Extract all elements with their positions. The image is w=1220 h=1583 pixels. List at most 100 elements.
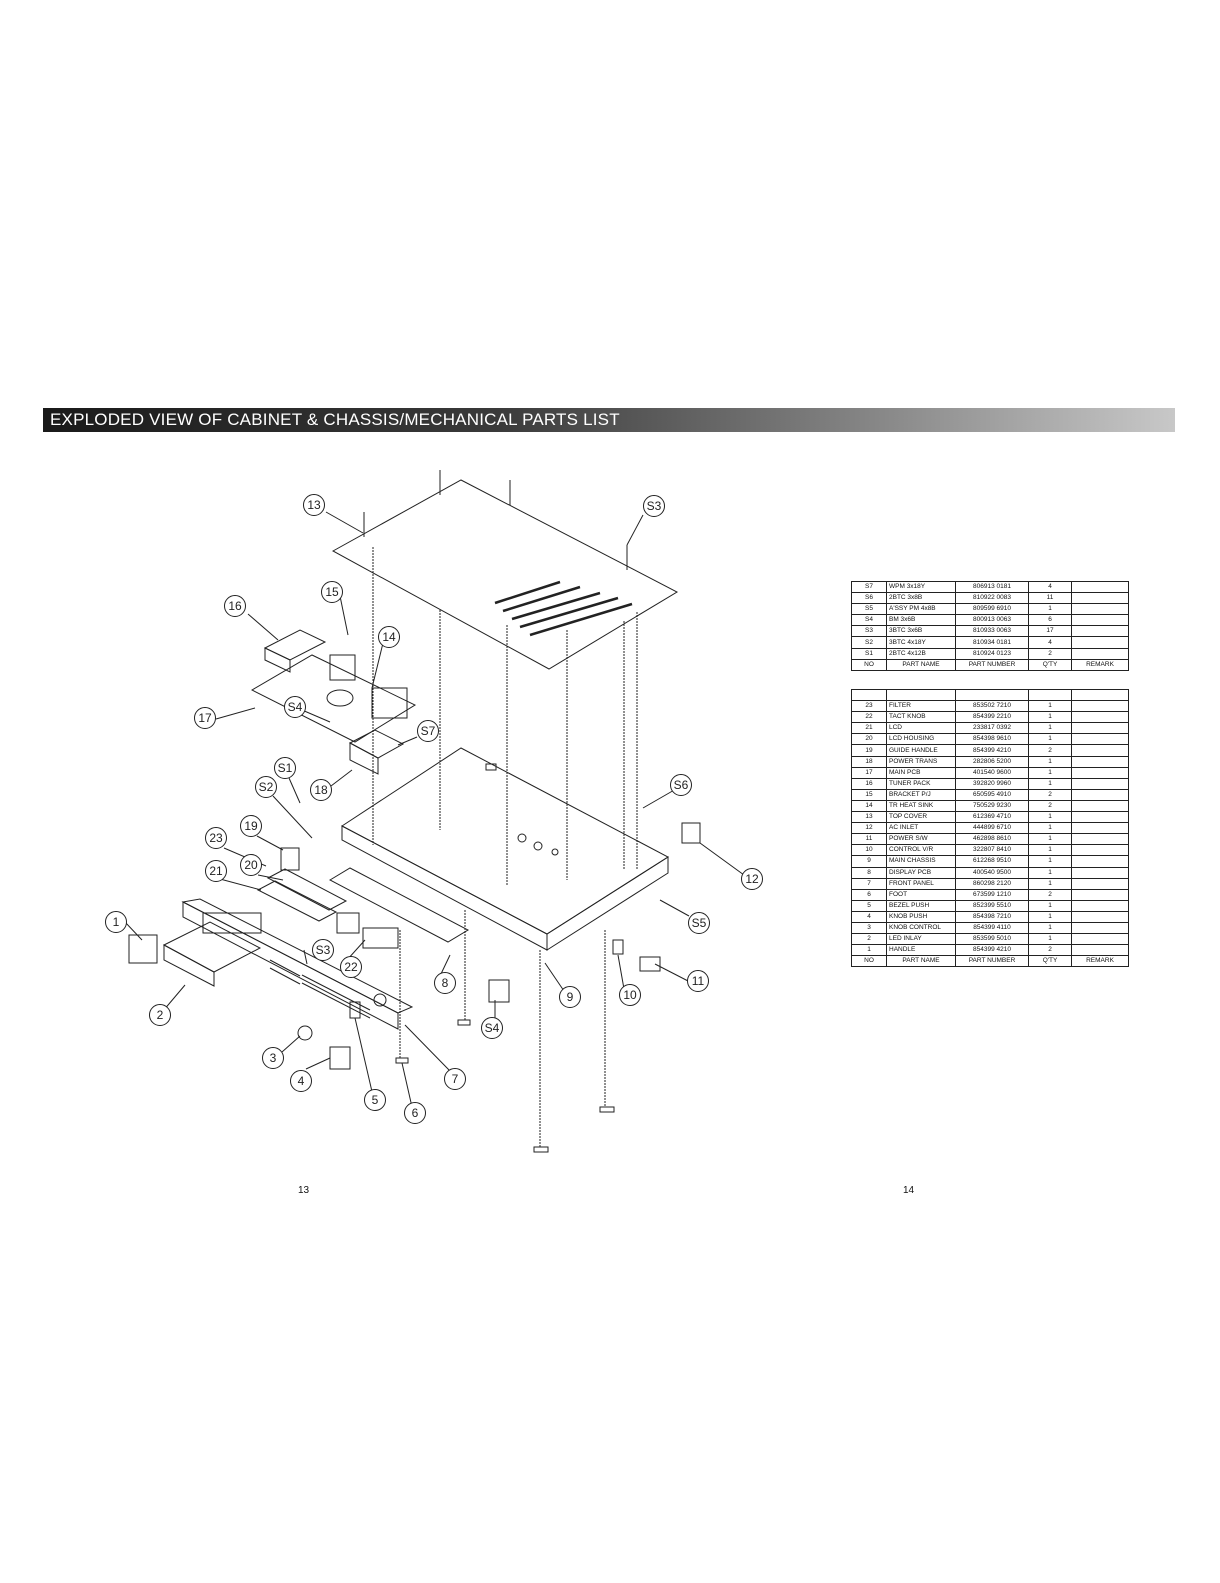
part-number: 282806 5200 [955, 755, 1029, 768]
page-number-left: 13 [298, 1185, 310, 1196]
part-name: MAIN CHASSIS [886, 855, 956, 868]
part-name: POWER S/W [886, 833, 956, 846]
part-remark [1071, 614, 1129, 627]
table-header-row: NO PART NAME PART NUMBER Q'TY REMARK [851, 955, 1129, 968]
part-no: 4 [851, 910, 887, 923]
callout-s4-upper: S4 [288, 700, 303, 714]
part-name: GUIDE HANDLE [886, 744, 956, 757]
callout-18: 18 [314, 783, 328, 797]
part-name: 3BTC 4x18Y [886, 636, 956, 649]
part-name: KNOB PUSH [886, 910, 956, 923]
header-remark: REMARK [1071, 658, 1129, 671]
part-no: S4 [851, 614, 887, 627]
callout-21: 21 [209, 864, 223, 878]
exploded-view-diagram: 13 S3 15 14 16 17 S4 S7 18 S1 S2 19 23 2… [105, 470, 763, 1153]
part-qty: 1 [1028, 733, 1072, 746]
callout-s3-top: S3 [647, 499, 662, 513]
part-no: 11 [851, 833, 887, 846]
callout-11: 11 [692, 974, 705, 988]
main-chassis-drawing [341, 747, 669, 935]
part-qty: 1 [1028, 822, 1072, 835]
page-number-right: 14 [903, 1185, 915, 1196]
header-part-number: PART NUMBER [955, 955, 1029, 968]
callout-2: 2 [157, 1008, 164, 1022]
part-remark [1071, 899, 1129, 912]
header-part-name: PART NAME [886, 658, 956, 671]
part-no: 14 [851, 799, 887, 813]
part-name: HANDLE [886, 944, 956, 957]
section-title-bar: EXPLODED VIEW OF CABINET & CHASSIS/MECHA… [43, 408, 1175, 432]
header-no: NO [851, 658, 887, 671]
part-remark [1071, 777, 1129, 790]
part-no: S2 [851, 636, 887, 649]
part-number: 853502 7210 [955, 700, 1029, 713]
callout-6: 6 [412, 1106, 419, 1120]
part-remark [1071, 921, 1129, 935]
callout-20: 20 [244, 858, 258, 872]
callout-1: 1 [113, 915, 120, 929]
part-remark [1071, 592, 1129, 605]
part-remark [1071, 822, 1129, 835]
part-qty: 1 [1028, 811, 1072, 824]
part-remark [1071, 799, 1129, 813]
front-panel-drawing [181, 898, 414, 1014]
part-name: FILTER [886, 700, 956, 713]
part-number: 854399 4110 [955, 921, 1029, 935]
part-remark [1071, 866, 1129, 879]
part-qty: 1 [1028, 777, 1072, 790]
part-no: S1 [851, 647, 887, 660]
part-qty: 1 [1028, 766, 1072, 779]
part-number: 444899 6710 [955, 822, 1029, 835]
part-remark [1071, 580, 1129, 594]
part-remark [1071, 722, 1129, 735]
part-number: 400540 9500 [955, 866, 1029, 879]
part-number: 462898 8610 [955, 833, 1029, 846]
part-number: 673599 1210 [955, 888, 1029, 901]
callout-5: 5 [372, 1093, 379, 1107]
header-part-name: PART NAME [886, 955, 956, 968]
part-name: TR HEAT SINK [886, 799, 956, 813]
part-remark [1071, 603, 1129, 616]
part-number: 852399 5510 [955, 899, 1029, 912]
header-qty: Q'TY [1028, 955, 1072, 968]
part-remark [1071, 744, 1129, 757]
part-remark [1071, 700, 1129, 713]
main-pcb-drawing [250, 654, 417, 743]
part-name: LED INLAY [886, 933, 956, 946]
part-name: KNOB CONTROL [886, 921, 956, 935]
callout-s5: S5 [692, 916, 707, 930]
part-number: 854398 9610 [955, 733, 1029, 746]
part-remark [1071, 733, 1129, 746]
part-qty: 2 [1028, 647, 1072, 660]
part-no: 10 [851, 844, 887, 857]
part-number: 854398 7210 [955, 910, 1029, 923]
part-name: A'SSY PM 4x8B [886, 603, 956, 616]
part-qty: 1 [1028, 711, 1072, 724]
part-no: 2 [851, 933, 887, 946]
part-no: 12 [851, 822, 887, 835]
part-remark [1071, 788, 1129, 801]
part-qty: 17 [1028, 625, 1072, 638]
part-number: 854399 2210 [955, 711, 1029, 724]
callout-22: 22 [344, 960, 358, 974]
callout-19: 19 [244, 819, 258, 833]
callout-8: 8 [442, 976, 449, 990]
part-name: LCD HOUSING [886, 733, 956, 746]
part-name: POWER TRANS [886, 755, 956, 768]
part-remark [1071, 933, 1129, 946]
callout-15: 15 [325, 585, 339, 599]
part-no: 6 [851, 888, 887, 901]
table-blank-row [851, 688, 1129, 702]
part-no: 18 [851, 755, 887, 768]
part-qty: 2 [1028, 888, 1072, 901]
part-qty: 1 [1028, 722, 1072, 735]
part-no: S3 [851, 625, 887, 638]
